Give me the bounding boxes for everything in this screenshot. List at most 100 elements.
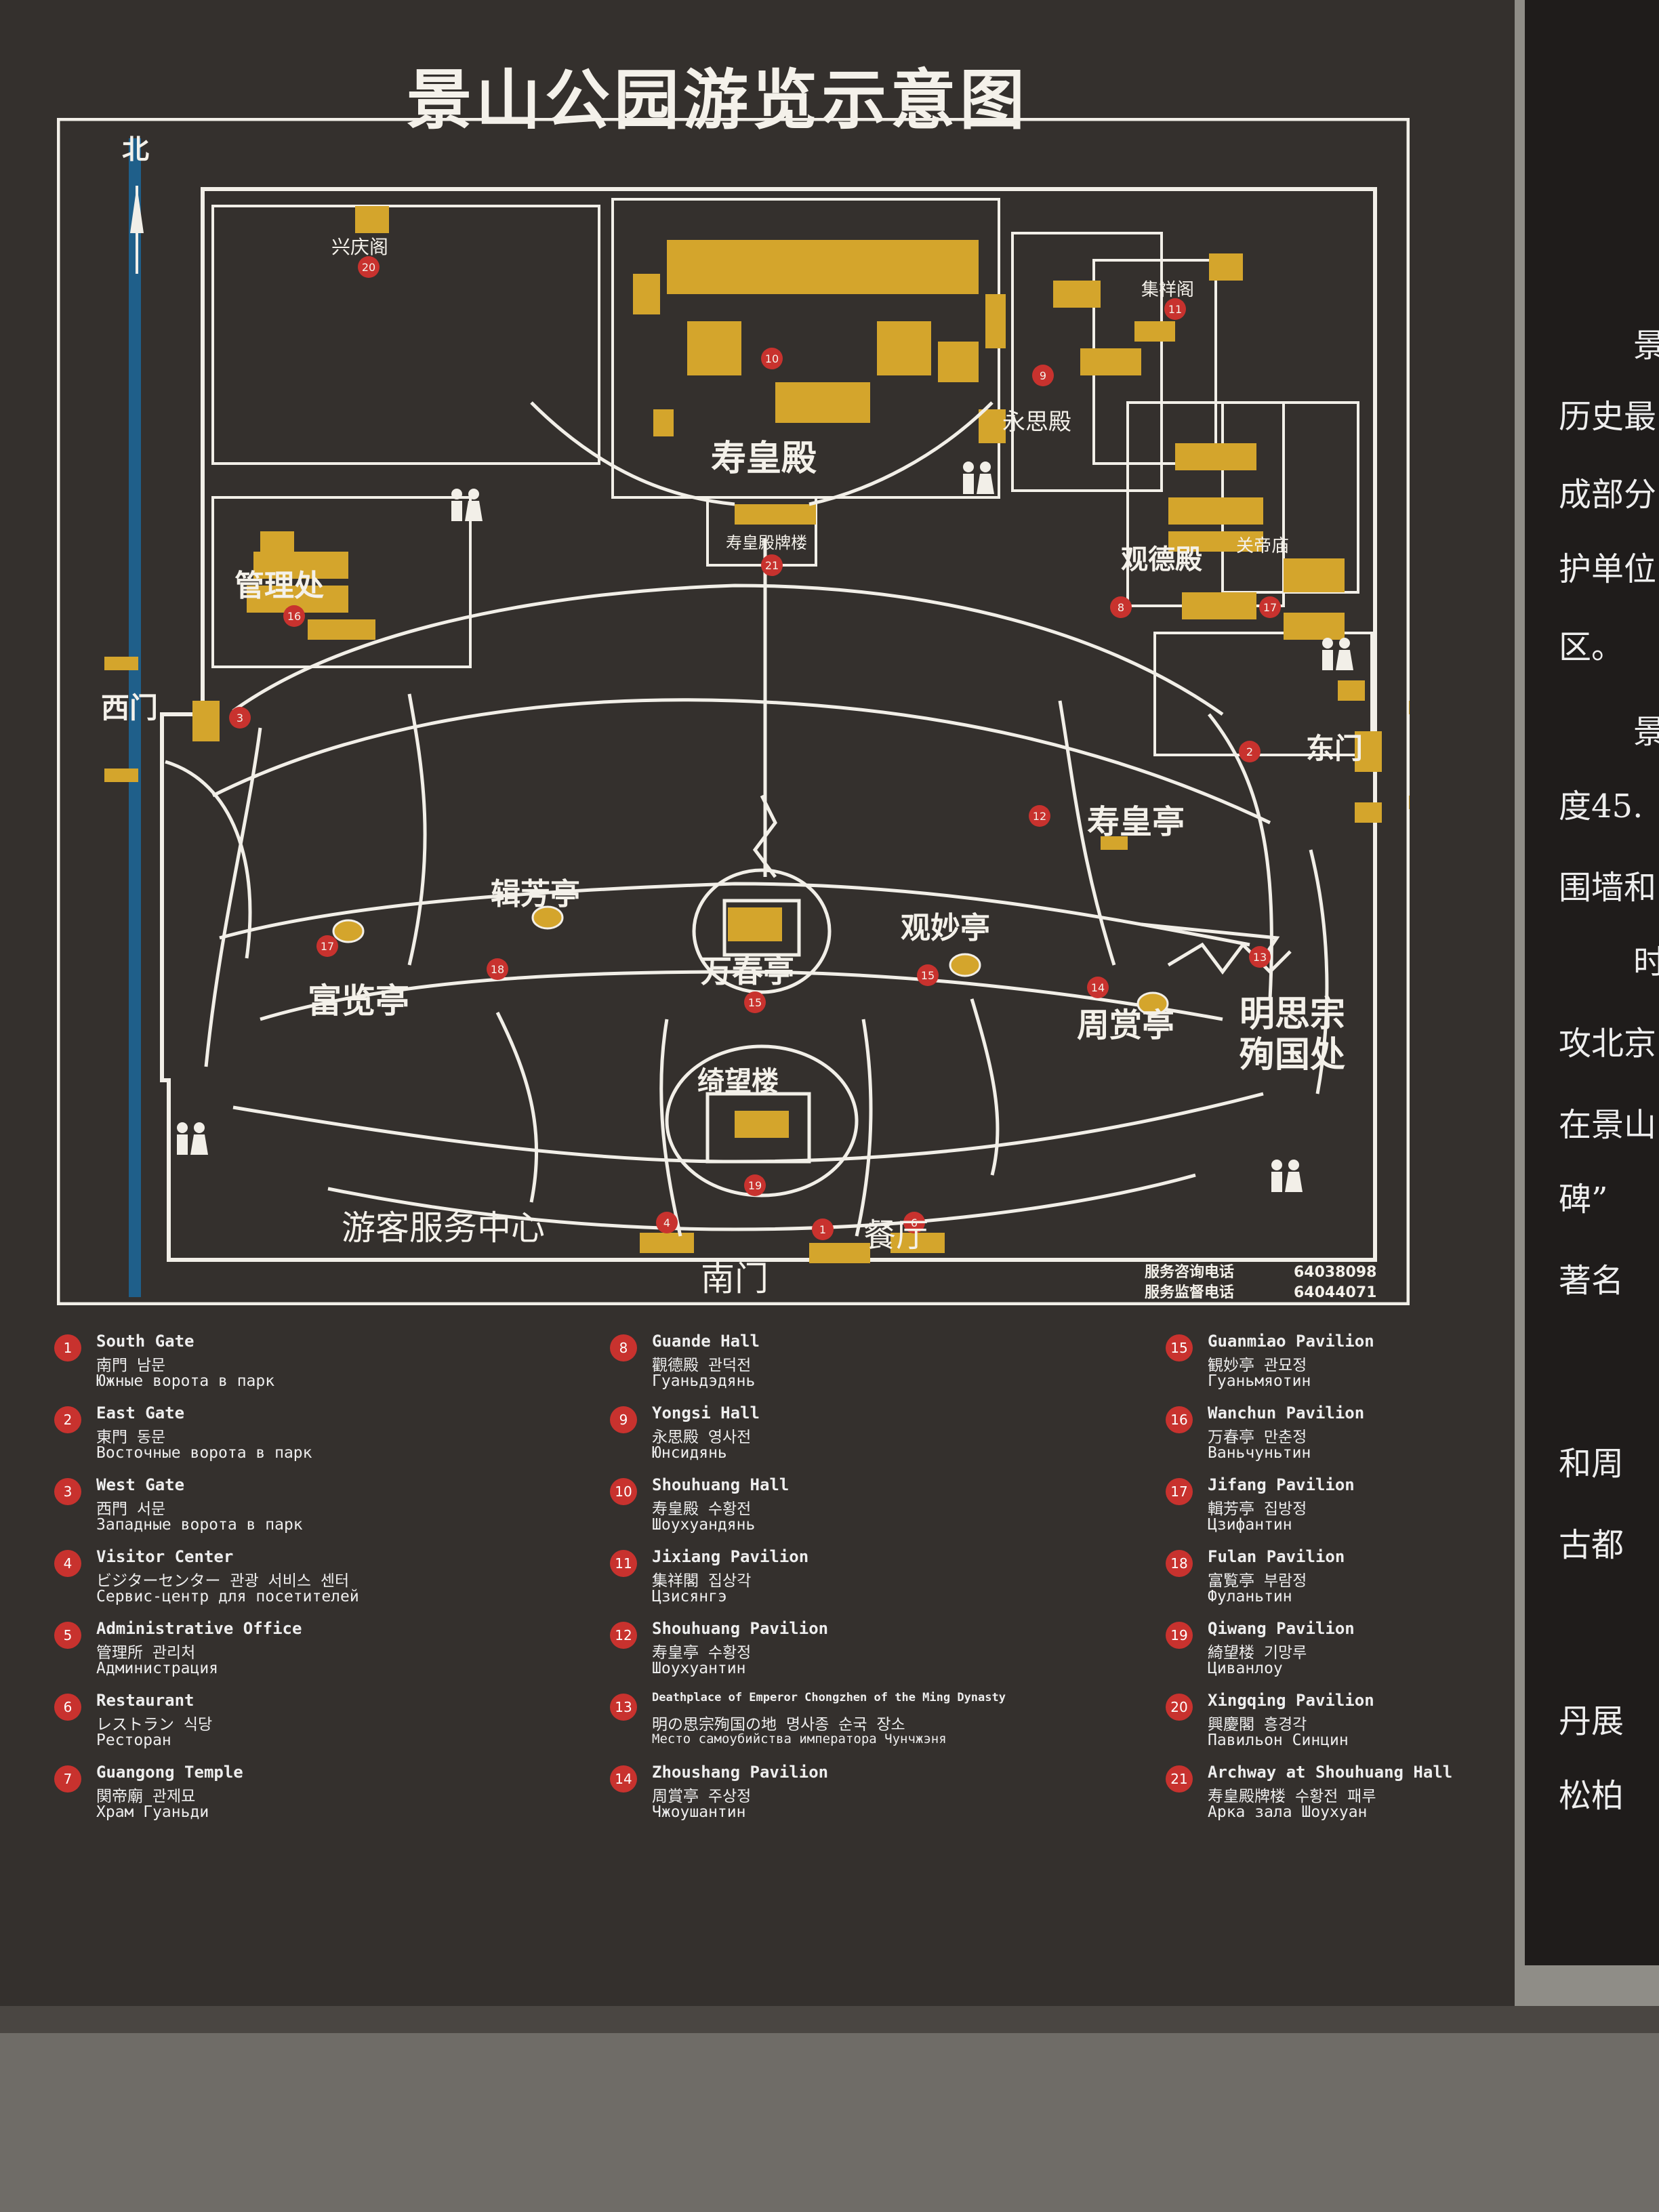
legend-number-marker: 4 [54,1550,81,1577]
legend-number-marker: 18 [1166,1550,1193,1577]
label-south-gate: 南门 [701,1259,769,1298]
marker-18: 18 [491,963,504,976]
legend-russian-name: Циванлоу [1208,1660,1283,1677]
legend-number-marker: 7 [54,1765,81,1793]
complaint-phone-label: 服务监督电话 [1145,1284,1234,1301]
legend-cjk-name: 東門 동문 [96,1429,166,1446]
legend-number-marker: 15 [1166,1334,1193,1361]
restroom-icon [1271,1160,1303,1192]
side-text-line: 著名 [1559,1262,1624,1300]
legend-cjk-name: 関帝廟 관제묘 [96,1788,196,1805]
legend-russian-name: Храм Гуаньди [96,1803,209,1821]
legend-russian-name: Администрация [96,1660,219,1677]
label-east-gate: 东门 [1306,732,1363,765]
label-chongzhen-2: 殉国处 [1239,1034,1345,1076]
legend-cjk-name: 周賞亭 주상정 [652,1788,752,1805]
side-text-line: 围墙和 [1559,869,1657,907]
marker-3: 3 [237,712,243,724]
legend-english-name: Guangong Temple [96,1763,243,1782]
side-text-panel: 景历史最成部分护单位区。景度45.围墙和时攻北京在景山碑”著名和周古都丹展松柏 [1525,0,1659,1965]
restroom-icon [177,1122,208,1155]
restroom-icon [1322,638,1353,670]
label-guandi: 关帝庙 [1236,536,1289,556]
legend-number-marker: 13 [610,1694,637,1721]
legend-russian-name: Гуаньмяотин [1208,1372,1311,1390]
marker-15b: 15 [748,996,762,1009]
marker-20: 20 [362,261,375,274]
label-archway: 寿皇殿牌楼 [726,533,807,552]
legend-cjk-name: 富覧亭 부람정 [1208,1572,1307,1590]
legend-english-name: Zhoushang Pavilion [652,1763,829,1782]
legend-russian-name: Цзифантин [1208,1516,1292,1534]
legend-cjk-name: 集祥閣 집상각 [652,1572,752,1590]
legend-russian-name: Западные ворота в парк [96,1516,303,1534]
map-title: 景山公园游览示意图 [407,62,1029,138]
label-restaurant: 餐厅 [863,1216,928,1254]
marker-21: 21 [765,559,779,572]
legend-number-marker: 9 [610,1406,637,1433]
legend-cjk-name: 觀德殿 관덕전 [652,1357,752,1374]
side-text-line: 成部分 [1559,476,1657,514]
legend-english-name: Qiwang Pavilion [1208,1619,1355,1638]
marker-11: 11 [1168,303,1182,316]
legend-english-name: Archway at Shouhuang Hall [1208,1763,1453,1782]
side-text-line: 度45. [1559,787,1643,825]
legend-number-marker: 14 [610,1765,637,1793]
label-qiwang: 绮望楼 [697,1065,779,1097]
legend-russian-name: Гуаньдэдянь [652,1372,756,1390]
label-guande: 观德殿 [1121,544,1202,575]
marker-2: 2 [1246,745,1253,758]
legend-number-marker: 21 [1166,1765,1193,1793]
legend-cjk-name: 興慶閣 흥경각 [1208,1716,1307,1734]
legend-number-marker: 17 [1166,1478,1193,1505]
side-text-line: 松柏 [1559,1777,1624,1815]
legend-cjk-name: 南門 남문 [96,1357,166,1374]
legend-russian-name: Шоухуандянь [652,1516,756,1534]
info-phone-number: 64038098 [1294,1264,1376,1281]
info-phone-label: 服务咨询电话 [1145,1263,1234,1281]
marker-4: 4 [663,1216,670,1229]
side-text-line: 古都 [1559,1526,1624,1564]
legend-cjk-name: レストラン 식당 [96,1716,213,1734]
legend-cjk-name: 万春亭 만춘정 [1208,1429,1307,1446]
legend-number-marker: 2 [54,1406,81,1433]
park-map: 北 [57,118,1410,1305]
label-fulan: 富览亭 [308,981,409,1021]
legend-number-marker: 16 [1166,1406,1193,1433]
legend-english-name: Guanmiao Pavilion [1208,1332,1374,1351]
marker-1: 1 [819,1223,826,1236]
legend-number-marker: 20 [1166,1694,1193,1721]
legend-english-name: Administrative Office [96,1619,302,1638]
legend-russian-name: Восточные ворота в парк [96,1444,312,1462]
legend-russian-name: Арка зала Шоухуан [1208,1803,1368,1821]
legend-english-name: Restaurant [96,1691,194,1710]
ground [0,2006,1659,2212]
legend-number-marker: 8 [610,1334,637,1361]
marker-14: 14 [1091,981,1105,994]
legend-cjk-name: 綺望楼 기망루 [1208,1644,1307,1662]
board-bottom-edge [0,2006,1659,2033]
restroom-icon [451,489,483,521]
legend-cjk-name: 寿皇亭 수황정 [652,1644,752,1662]
legend-cjk-name: 管理所 관리처 [96,1644,196,1662]
side-text-line: 时 [1633,943,1659,981]
label-shouhuang-hall: 寿皇殿 [711,438,817,479]
label-west-gate: 西门 [101,691,158,724]
legend-cjk-name: 輯芳亭 집방정 [1208,1500,1307,1518]
complaint-phone-number: 64044071 [1294,1284,1376,1301]
legend-russian-name: Ваньчуньтин [1208,1444,1311,1462]
legend-english-name: South Gate [96,1332,194,1351]
legend-english-name: Deathplace of Emperor Chongzhen of the M… [652,1691,1006,1704]
legend-english-name: Shouhuang Pavilion [652,1619,829,1638]
legend-english-name: East Gate [96,1404,185,1422]
label-shouhuang-pavilion: 寿皇亭 [1087,803,1185,841]
legend-number-marker: 19 [1166,1622,1193,1649]
legend-russian-name: Павильон Синцин [1208,1732,1349,1749]
legend-russian-name: Юнсидянь [652,1444,727,1462]
legend-number-marker: 12 [610,1622,637,1649]
marker-8: 8 [1118,601,1124,614]
marker-10: 10 [765,352,779,365]
legend-number-marker: 10 [610,1478,637,1505]
label-chongzhen-1: 明思宗 [1240,994,1345,1035]
legend-english-name: Wanchun Pavilion [1208,1404,1365,1422]
